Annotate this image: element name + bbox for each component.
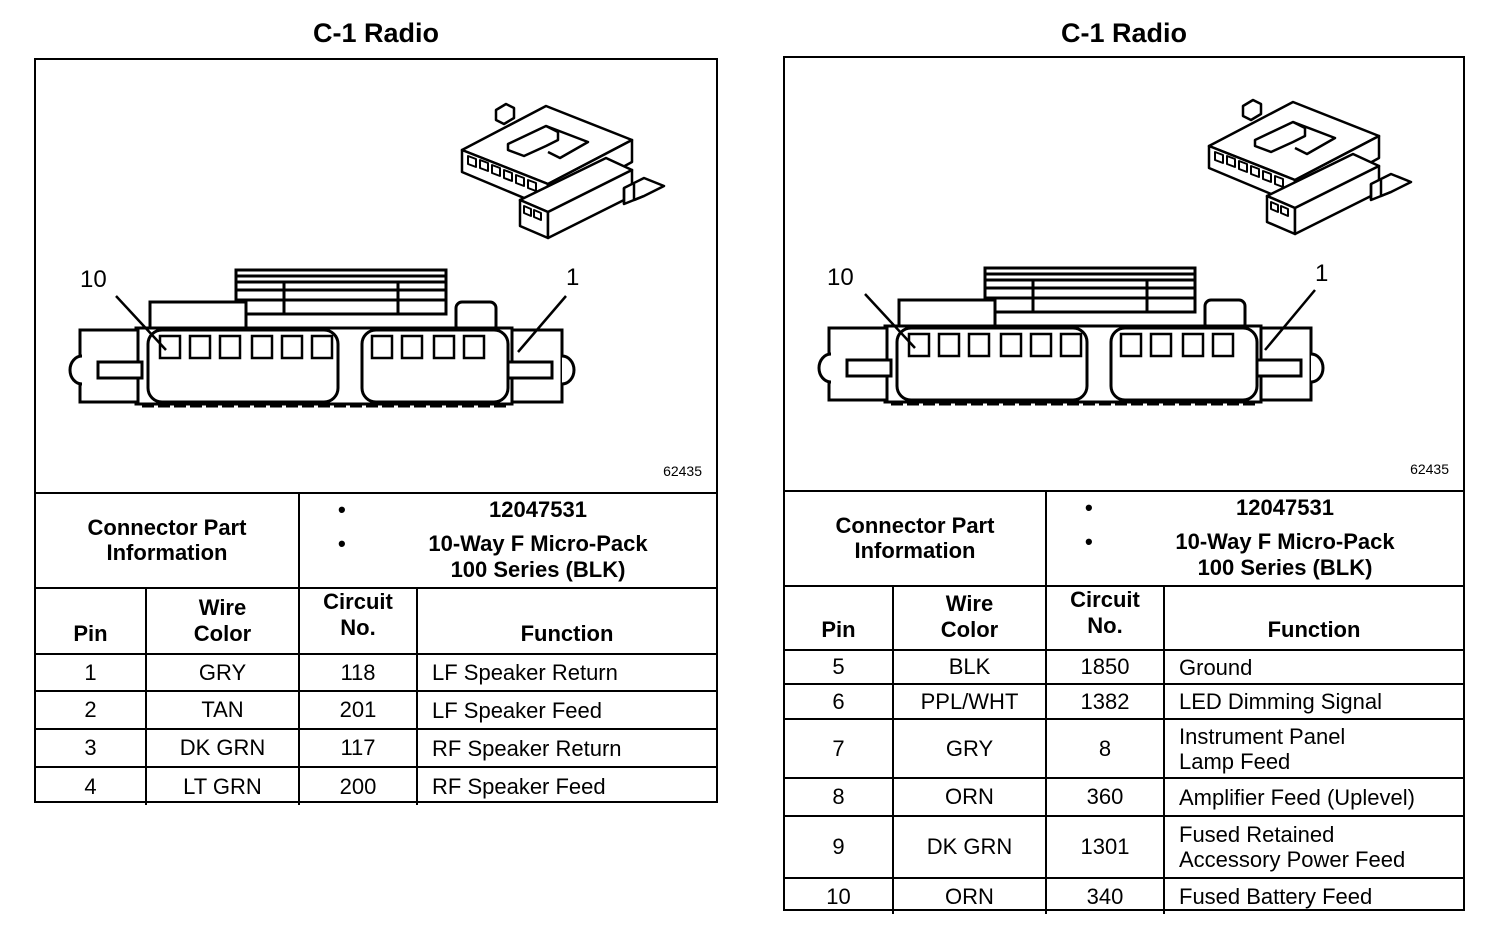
function-cell: Instrument Panel Lamp Feed (1163, 718, 1463, 779)
connector-info-row: Connector Part Information 12047531 10-W… (36, 492, 716, 589)
circuit-cell: 360 (1045, 777, 1165, 817)
connector-figure: 10 1 62435 (785, 58, 1463, 492)
connector-info-row: Connector Part Information 12047531 10-W… (785, 490, 1463, 587)
connector-info-label: Connector Part Information (785, 490, 1047, 587)
connector-table: Connector Part Information 12047531 10-W… (36, 492, 716, 805)
wire-color-cell: DK GRN (892, 815, 1047, 879)
table-row: 5 BLK 1850 Ground (785, 649, 1463, 685)
pin-cell: 9 (785, 815, 894, 879)
isometric-connector-drawing (460, 102, 666, 240)
connector-table: Connector Part Information 12047531 10-W… (785, 490, 1463, 914)
callout-leader-pin-1 (1264, 289, 1316, 351)
connector-panel-right: C-1 Radio 10 1 62435 Connector Part Info… (783, 0, 1465, 915)
pin-cell: 3 (36, 728, 147, 768)
table-header-row: Pin Wire Color Circuit No. Function (36, 587, 716, 655)
column-header-pin: Pin (36, 587, 147, 655)
function-cell: LF Speaker Return (416, 653, 716, 692)
wire-color-cell: ORN (892, 777, 1047, 817)
circuit-cell: 118 (298, 653, 418, 692)
pin-cell: 8 (785, 777, 894, 817)
connector-illustration (68, 102, 666, 408)
pin-cell: 5 (785, 649, 894, 685)
circuit-cell: 1382 (1045, 683, 1165, 720)
connector-frame: 10 1 62435 Connector Part Information 12… (34, 58, 718, 805)
connector-description: 10-Way F Micro-Pack 100 Series (BLK) (338, 531, 716, 583)
function-cell: RF Speaker Return (416, 728, 716, 768)
figure-number: 62435 (663, 463, 702, 479)
table-row: 7 GRY 8 Instrument Panel Lamp Feed (785, 718, 1463, 779)
function-cell: Fused Battery Feed (1163, 877, 1463, 914)
connector-illustration (817, 98, 1413, 406)
table-row: 8 ORN 360 Amplifier Feed (Uplevel) (785, 777, 1463, 817)
figure-number: 62435 (1410, 461, 1449, 477)
function-cell: LF Speaker Feed (416, 690, 716, 730)
column-header-wire-color: Wire Color (145, 587, 300, 655)
table-row: 1 GRY 118 LF Speaker Return (36, 653, 716, 692)
function-cell: Amplifier Feed (Uplevel) (1163, 777, 1463, 817)
column-header-circuit: Circuit No. (298, 587, 418, 655)
table-header-row: Pin Wire Color Circuit No. Function (785, 585, 1463, 651)
pin-cell: 4 (36, 766, 147, 805)
callout-leader-pin-1 (517, 295, 567, 353)
wire-color-cell: TAN (145, 690, 300, 730)
table-row: 2 TAN 201 LF Speaker Feed (36, 690, 716, 730)
circuit-cell: 117 (298, 728, 418, 768)
connector-panel-left: C-1 Radio 10 1 62435 Connector Part Info… (34, 0, 718, 810)
pin-cell: 7 (785, 718, 894, 779)
connector-info-details: 12047531 10-Way F Micro-Pack 100 Series … (1045, 490, 1463, 587)
function-cell: Fused Retained Accessory Power Feed (1163, 815, 1463, 879)
part-number: 12047531 (338, 497, 716, 523)
callout-pin-1: 1 (566, 264, 580, 291)
callout-leader-pin-10 (115, 295, 167, 351)
panel-title: C-1 Radio (312, 18, 439, 48)
wire-color-cell: DK GRN (145, 728, 300, 768)
table-row: 10 ORN 340 Fused Battery Feed (785, 877, 1463, 914)
circuit-cell: 1301 (1045, 815, 1165, 879)
callout-pin-10: 10 (827, 264, 854, 291)
connector-info-details: 12047531 10-Way F Micro-Pack 100 Series … (298, 492, 716, 589)
panel-title: C-1 Radio (1060, 18, 1187, 48)
column-header-function: Function (1163, 585, 1463, 651)
pin-cell: 6 (785, 683, 894, 720)
table-row: 3 DK GRN 117 RF Speaker Return (36, 728, 716, 768)
connector-face-drawing (68, 268, 576, 408)
pin-cell: 2 (36, 690, 147, 730)
table-row: 6 PPL/WHT 1382 LED Dimming Signal (785, 683, 1463, 720)
column-header-function: Function (416, 587, 716, 655)
wire-color-cell: GRY (892, 718, 1047, 779)
connector-frame: 10 1 62435 Connector Part Information 12… (783, 56, 1465, 914)
connector-info-label: Connector Part Information (36, 492, 300, 589)
callout-pin-10: 10 (80, 266, 107, 293)
table-row: 9 DK GRN 1301 Fused Retained Accessory P… (785, 815, 1463, 879)
function-cell: Ground (1163, 649, 1463, 685)
connector-face-drawing (817, 266, 1325, 406)
column-header-wire-color: Wire Color (892, 585, 1047, 651)
callout-pin-1: 1 (1315, 260, 1329, 287)
function-cell: LED Dimming Signal (1163, 683, 1463, 720)
pin-cell: 1 (36, 653, 147, 692)
circuit-cell: 340 (1045, 877, 1165, 914)
circuit-cell: 201 (298, 690, 418, 730)
connector-figure: 10 1 62435 (36, 60, 716, 494)
function-cell: RF Speaker Feed (416, 766, 716, 805)
column-header-pin: Pin (785, 585, 894, 651)
wire-color-cell: PPL/WHT (892, 683, 1047, 720)
part-number: 12047531 (1085, 495, 1463, 521)
wire-color-cell: LT GRN (145, 766, 300, 805)
circuit-cell: 1850 (1045, 649, 1165, 685)
circuit-cell: 8 (1045, 718, 1165, 779)
table-row: 4 LT GRN 200 RF Speaker Feed (36, 766, 716, 805)
isometric-connector-drawing (1207, 98, 1413, 236)
wire-color-cell: ORN (892, 877, 1047, 914)
callout-leader-pin-10 (864, 293, 916, 349)
circuit-cell: 200 (298, 766, 418, 805)
column-header-circuit: Circuit No. (1045, 585, 1165, 651)
wire-color-cell: BLK (892, 649, 1047, 685)
connector-description: 10-Way F Micro-Pack 100 Series (BLK) (1085, 529, 1463, 581)
wire-color-cell: GRY (145, 653, 300, 692)
pin-cell: 10 (785, 877, 894, 914)
